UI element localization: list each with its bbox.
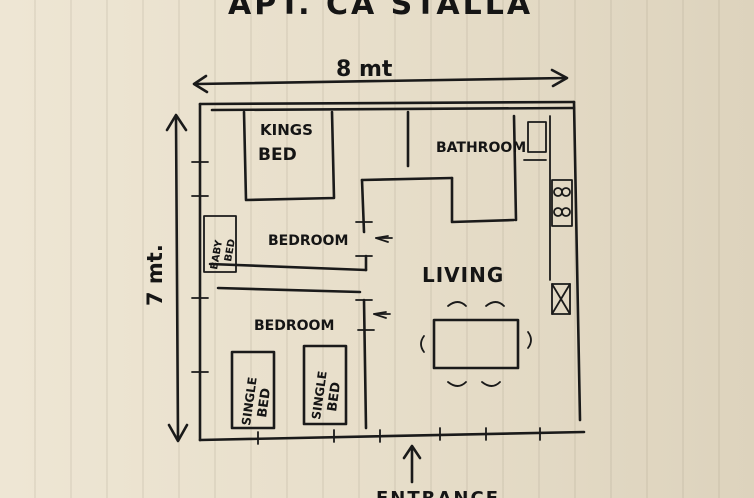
single-bed-2-label-line2: BED — [325, 381, 344, 413]
width-dimension-arrow — [192, 68, 569, 94]
king-bed-label-line2: BED — [258, 145, 297, 165]
fridge-icon — [551, 283, 571, 315]
plan-title: APT. CA STALLA — [228, 0, 533, 22]
dining-table — [420, 301, 532, 387]
bedroom-bottom-label: BEDROOM — [254, 318, 334, 334]
king-bed-outline — [242, 110, 336, 202]
bedroom-top-label: BEDROOM — [268, 233, 348, 249]
entrance-arrow — [402, 444, 422, 484]
single-bed-1-label-line2: BED — [255, 387, 274, 419]
single-bed-2-label-line1: SINGLE — [309, 370, 330, 420]
baby-bed-label-line2: BED — [223, 238, 238, 262]
outer-walls — [191, 100, 586, 445]
entrance-label: ENTRANCE — [376, 488, 500, 498]
height-dimension-arrow — [165, 113, 189, 443]
baby-bed-label-line1: BABY — [209, 239, 225, 271]
width-label: 8 mt — [336, 57, 393, 82]
baby-bed-outline — [203, 215, 237, 273]
single-bed-2-outline — [302, 344, 348, 426]
bathroom-label: BATHROOM — [436, 140, 526, 156]
king-bed-label-line1: KINGS — [260, 121, 313, 139]
stove-icon — [551, 179, 573, 227]
bathroom-fixtures — [523, 115, 551, 281]
height-label: 7 mt. — [143, 244, 167, 306]
single-bed-1-outline — [230, 350, 276, 430]
single-bed-1-label-line1: SINGLE — [239, 376, 260, 426]
bathroom-wall — [512, 114, 518, 222]
living-label: LIVING — [422, 263, 504, 287]
